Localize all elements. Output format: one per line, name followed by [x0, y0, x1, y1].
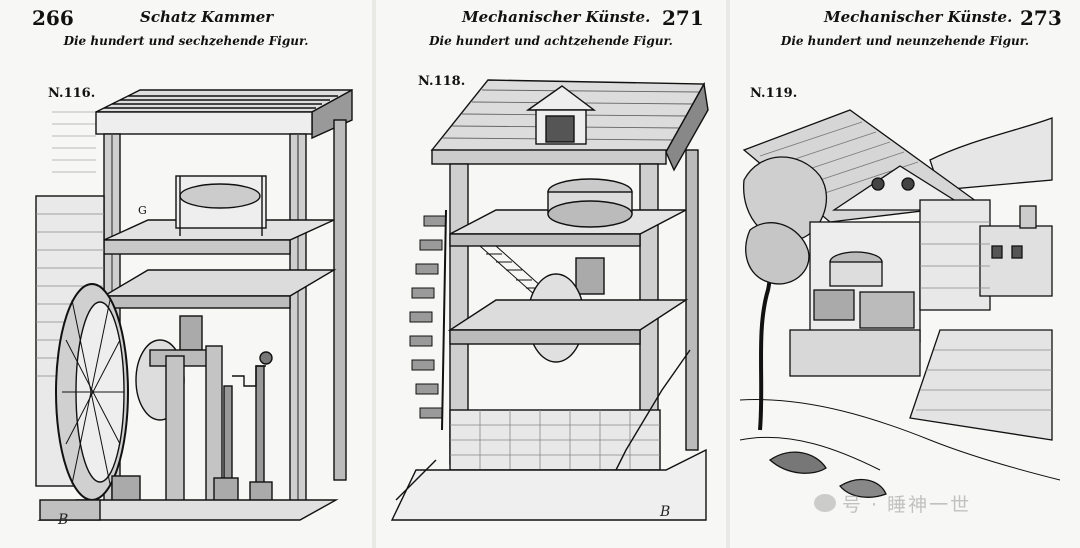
page-number: 273 — [1020, 6, 1062, 30]
figure-caption: Die hundert und achtzehende Figur. — [429, 34, 673, 48]
svg-text:G: G — [138, 204, 147, 217]
book-page-273: Mechanischer Künste. 273 Die hundert und… — [730, 0, 1080, 548]
mill-house-landscape-engraving — [739, 109, 1061, 498]
figure-number: N.116. — [48, 86, 96, 101]
mill-tower-engraving — [390, 79, 709, 521]
book-page-266: 266 Schatz Kammer Die hundert und sechze… — [0, 0, 372, 548]
water-mill-engraving: G — [35, 88, 353, 521]
page-header: Mechanischer Künste. 273 — [730, 4, 1080, 30]
book-page-271: Mechanischer Künste. 271 Die hundert und… — [376, 0, 726, 548]
figure-caption: Die hundert und neunzehende Figur. — [780, 34, 1030, 48]
page-header: Mechanischer Künste. 271 — [376, 4, 726, 30]
page-header: 266 Schatz Kammer — [0, 4, 372, 30]
running-head: Schatz Kammer — [140, 8, 274, 26]
page-number: 266 — [32, 6, 74, 30]
figure-number: N.119. — [750, 86, 798, 101]
running-head: Mechanischer Künste. — [462, 8, 651, 26]
wechat-icon — [814, 494, 836, 512]
figure-number: N.118. — [418, 74, 466, 89]
figure-caption: Die hundert und sechzehende Figur. — [63, 34, 309, 48]
watermark: 号 · 睡神一世 — [842, 494, 972, 516]
page-number: 271 — [662, 6, 704, 30]
running-head: Mechanischer Künste. — [824, 8, 1013, 26]
printer-signature: B — [660, 504, 671, 520]
page-gutter — [372, 0, 376, 548]
printer-signature: B — [58, 512, 69, 528]
page-gutter — [726, 0, 730, 548]
